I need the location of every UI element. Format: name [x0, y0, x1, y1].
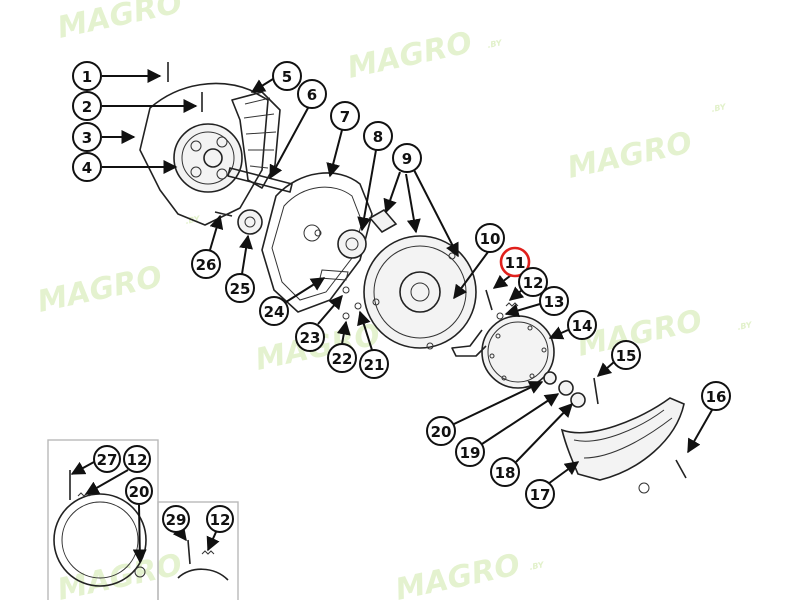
svg-text:29: 29 — [166, 511, 187, 529]
svg-text:9: 9 — [402, 150, 412, 168]
svg-text:12: 12 — [523, 274, 544, 292]
callout-25[interactable]: 25 — [225, 234, 255, 303]
svg-text:11: 11 — [505, 254, 526, 272]
watermark: MAGRO — [344, 25, 475, 85]
bolt-16 — [675, 459, 687, 479]
callout-22[interactable]: 22 — [327, 320, 357, 373]
nut-18 — [570, 392, 586, 408]
callout-11[interactable]: 11 — [492, 246, 531, 289]
callout-17[interactable]: 17 — [525, 461, 580, 509]
watermark-suffix: .BY — [737, 320, 754, 332]
watermark: MAGRO — [54, 0, 185, 46]
watermark-suffix: .BY — [529, 560, 546, 572]
watermark: MAGRO — [392, 547, 523, 600]
callout-21[interactable]: 21 — [357, 310, 389, 379]
callout-7[interactable]: 7 — [326, 101, 360, 178]
nut-19 — [558, 380, 574, 396]
callout-16[interactable]: 16 — [687, 381, 731, 454]
svg-text:10: 10 — [480, 230, 501, 248]
callout-19[interactable]: 19 — [455, 393, 560, 467]
spring-12 — [505, 302, 519, 307]
svg-text:21: 21 — [364, 356, 385, 374]
callout-18[interactable]: 18 — [490, 402, 573, 487]
inset-b-callout-12[interactable]: 12 — [206, 505, 234, 552]
middle-housing-7 — [261, 172, 373, 313]
hub-8 — [337, 229, 367, 259]
svg-text:1: 1 — [82, 68, 92, 86]
callout-10[interactable]: 10 — [453, 223, 505, 300]
callout-4[interactable]: 4 — [72, 152, 178, 182]
callout-6[interactable]: 6 — [269, 79, 327, 180]
callout-20[interactable]: 20 — [426, 381, 544, 446]
callouts: 1 2 3 4 5 6 7 — [70, 61, 731, 564]
watermark-suffix: .BY — [487, 38, 504, 50]
svg-text:26: 26 — [196, 256, 217, 274]
screw-22 — [342, 312, 350, 320]
screw-13 — [496, 312, 504, 320]
svg-text:15: 15 — [616, 347, 637, 365]
callout-24[interactable]: 24 — [259, 277, 326, 326]
bolt-26 — [214, 211, 233, 217]
screw-21 — [354, 302, 362, 310]
callout-14[interactable]: 14 — [548, 310, 597, 340]
svg-text:4: 4 — [82, 159, 92, 177]
svg-text:17: 17 — [530, 486, 551, 504]
pin-11 — [485, 289, 493, 311]
svg-text:8: 8 — [373, 128, 383, 146]
svg-text:27: 27 — [97, 451, 118, 469]
svg-text:12: 12 — [127, 451, 148, 469]
svg-text:20: 20 — [129, 483, 150, 501]
watermark: MAGRO — [34, 259, 165, 319]
svg-text:3: 3 — [82, 129, 92, 147]
screw-23 — [342, 286, 350, 294]
svg-text:19: 19 — [460, 444, 481, 462]
svg-text:13: 13 — [544, 293, 565, 311]
watermark-suffix: .BY — [711, 102, 728, 114]
watermark: MAGRO — [54, 547, 185, 600]
inset-a-callout-12[interactable]: 12 — [84, 445, 151, 495]
svg-text:22: 22 — [332, 350, 353, 368]
guard-17 — [560, 397, 685, 481]
callout-9[interactable]: 9 — [383, 143, 459, 258]
callout-2[interactable]: 2 — [72, 91, 198, 121]
pulley-4 — [173, 123, 243, 193]
callout-3[interactable]: 3 — [72, 122, 136, 152]
housing-hole — [303, 224, 321, 242]
pin-15 — [593, 377, 599, 405]
inset-b-callout-29[interactable]: 29 — [162, 505, 190, 542]
svg-text:18: 18 — [495, 464, 516, 482]
svg-text:2: 2 — [82, 98, 92, 116]
watermark: MAGRO — [564, 125, 695, 185]
callout-8[interactable]: 8 — [357, 121, 393, 232]
callout-26[interactable]: 26 — [191, 214, 224, 279]
stator-disc — [363, 235, 477, 349]
svg-text:16: 16 — [706, 388, 727, 406]
rear-housing — [139, 82, 269, 226]
svg-text:5: 5 — [282, 68, 292, 86]
bearing-25 — [237, 209, 263, 235]
callout-23[interactable]: 23 — [295, 294, 343, 352]
callout-1[interactable]: 1 — [72, 61, 162, 91]
nut-20 — [543, 371, 557, 385]
svg-text:24: 24 — [264, 303, 285, 321]
gasket-24 — [319, 269, 349, 281]
callout-5[interactable]: 5 — [250, 61, 302, 93]
svg-text:25: 25 — [230, 280, 251, 298]
callout-13[interactable]: 13 — [504, 286, 569, 318]
svg-text:12: 12 — [210, 511, 231, 529]
callout-15[interactable]: 15 — [596, 340, 641, 377]
svg-text:23: 23 — [300, 329, 321, 347]
svg-text:14: 14 — [572, 317, 593, 335]
inset-a-callout-27[interactable]: 27 — [70, 445, 121, 475]
svg-text:6: 6 — [307, 86, 317, 104]
parts-artwork — [139, 62, 687, 494]
inset-a-callout-20[interactable]: 20 — [125, 477, 153, 564]
brush-9 — [368, 208, 398, 234]
impeller-5 — [231, 91, 281, 189]
svg-text:20: 20 — [431, 423, 452, 441]
inset-b — [157, 501, 239, 600]
callout-12[interactable]: 12 — [508, 267, 548, 301]
svg-text:7: 7 — [340, 108, 350, 126]
